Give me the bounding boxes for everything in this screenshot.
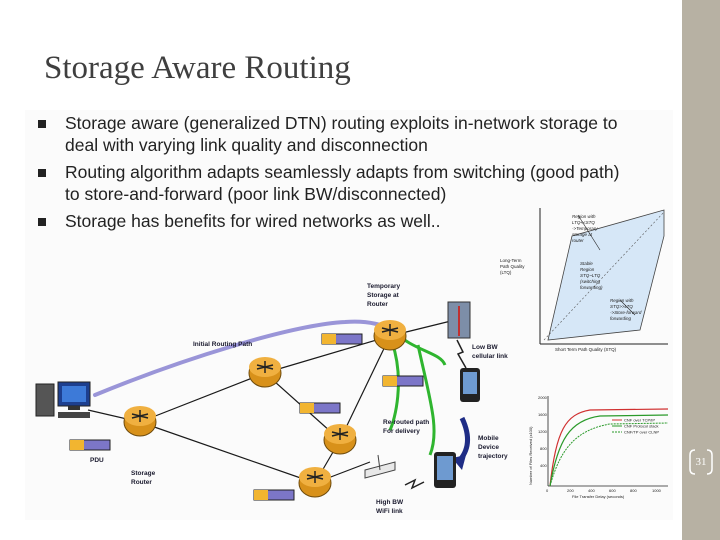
wireless-link-icon: [457, 340, 466, 368]
mobile-trajectory-arrow: [458, 418, 468, 462]
perf-y-axis-label: Number of Files Received (x100): [528, 426, 533, 485]
perf-legend: [612, 420, 622, 432]
high-bw-label: High BW WiFi link: [376, 499, 405, 515]
storage-buffer: [70, 440, 110, 450]
rerouted-path: [418, 345, 434, 455]
perf-legend-entries: CNF over TCP/IP CNF Protocol stack CNF/T…: [624, 418, 660, 435]
storage-buffer: [300, 403, 340, 413]
bullet-marker: [38, 120, 46, 128]
bullet-marker: [38, 169, 46, 177]
router-icon: [249, 357, 281, 387]
bullet-text: Storage has benefits for wired networks …: [65, 211, 440, 231]
temporary-storage-label: Temporary Storage at Router: [367, 283, 402, 308]
bullet-item: Storage aware (generalized DTN) routing …: [36, 112, 636, 156]
wifi-access-point-icon: [365, 455, 395, 478]
mobile-phone-icon: [434, 452, 456, 488]
perf-x-axis-label: File Transfer Delay (seconds): [572, 494, 625, 499]
perf-y-ticks: 2000 1600 1200 800 400: [538, 395, 548, 468]
bullet-text: Storage aware (generalized DTN) routing …: [65, 113, 618, 155]
router-icon: [124, 406, 156, 436]
pdu-label: PDU: [90, 457, 104, 464]
cell-tower-icon: [448, 302, 470, 338]
region-x-axis-label: Short Term Path Quality (STQ): [555, 347, 617, 352]
computer-icon: [36, 382, 90, 418]
storage-buffer: [322, 334, 362, 344]
mobile-trajectory-label: Mobile Device trajectory: [478, 435, 508, 460]
initial-routing-path-label: Initial Routing Path: [193, 341, 252, 348]
low-bw-label: Low BW cellular link: [472, 344, 508, 360]
wireless-link-icon: [405, 480, 424, 488]
region-y-axis-label: Long-Term Path Quality (LTQ): [500, 258, 526, 275]
mobile-phone-icon: [460, 368, 480, 402]
performance-chart: [548, 396, 668, 486]
bullet-item: Storage has benefits for wired networks …: [36, 210, 636, 232]
router-icon: [324, 424, 356, 454]
bullet-item: Routing algorithm adapts seamlessly adap…: [36, 161, 636, 205]
bullet-marker: [38, 218, 46, 226]
initial-routing-path: [95, 322, 392, 395]
storage-router-label: Storage Router: [131, 470, 157, 486]
router-icon: [374, 320, 406, 350]
router-icon: [299, 467, 331, 497]
storage-buffer: [254, 490, 294, 500]
perf-x-ticks: 0 200 400 600 800 1000: [546, 488, 662, 493]
storage-buffer: [383, 376, 423, 386]
bullet-list: Storage aware (generalized DTN) routing …: [36, 112, 636, 237]
bullet-text: Routing algorithm adapts seamlessly adap…: [65, 162, 619, 204]
